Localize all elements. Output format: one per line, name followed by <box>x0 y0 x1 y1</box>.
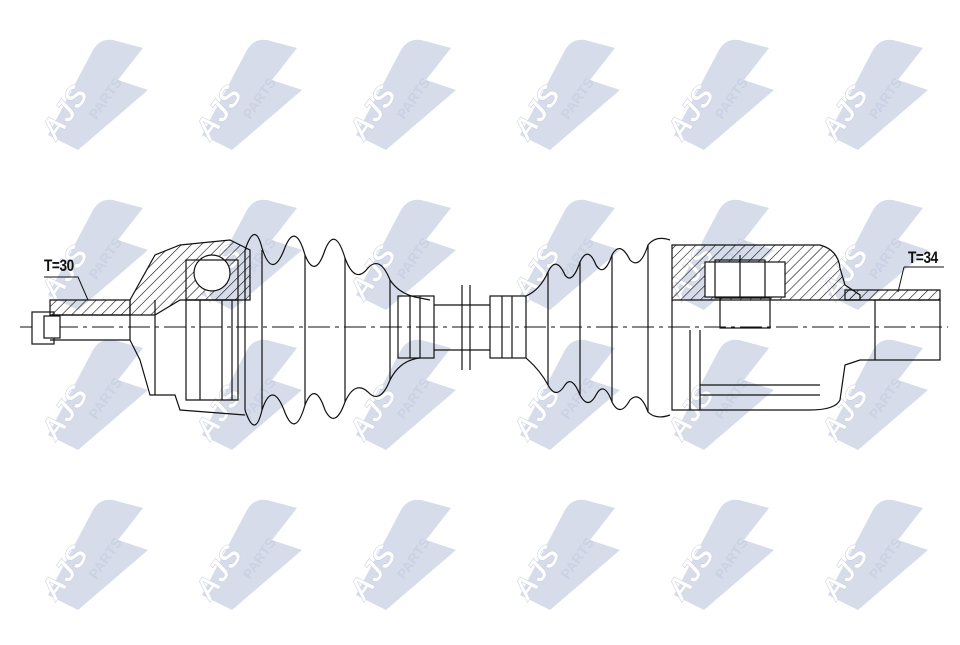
inner-joint-teeth-label: T=34 <box>908 248 938 267</box>
watermark-grid <box>33 39 929 611</box>
outer-joint-teeth-label: T=30 <box>44 256 74 275</box>
shaft-drawing <box>20 233 948 426</box>
